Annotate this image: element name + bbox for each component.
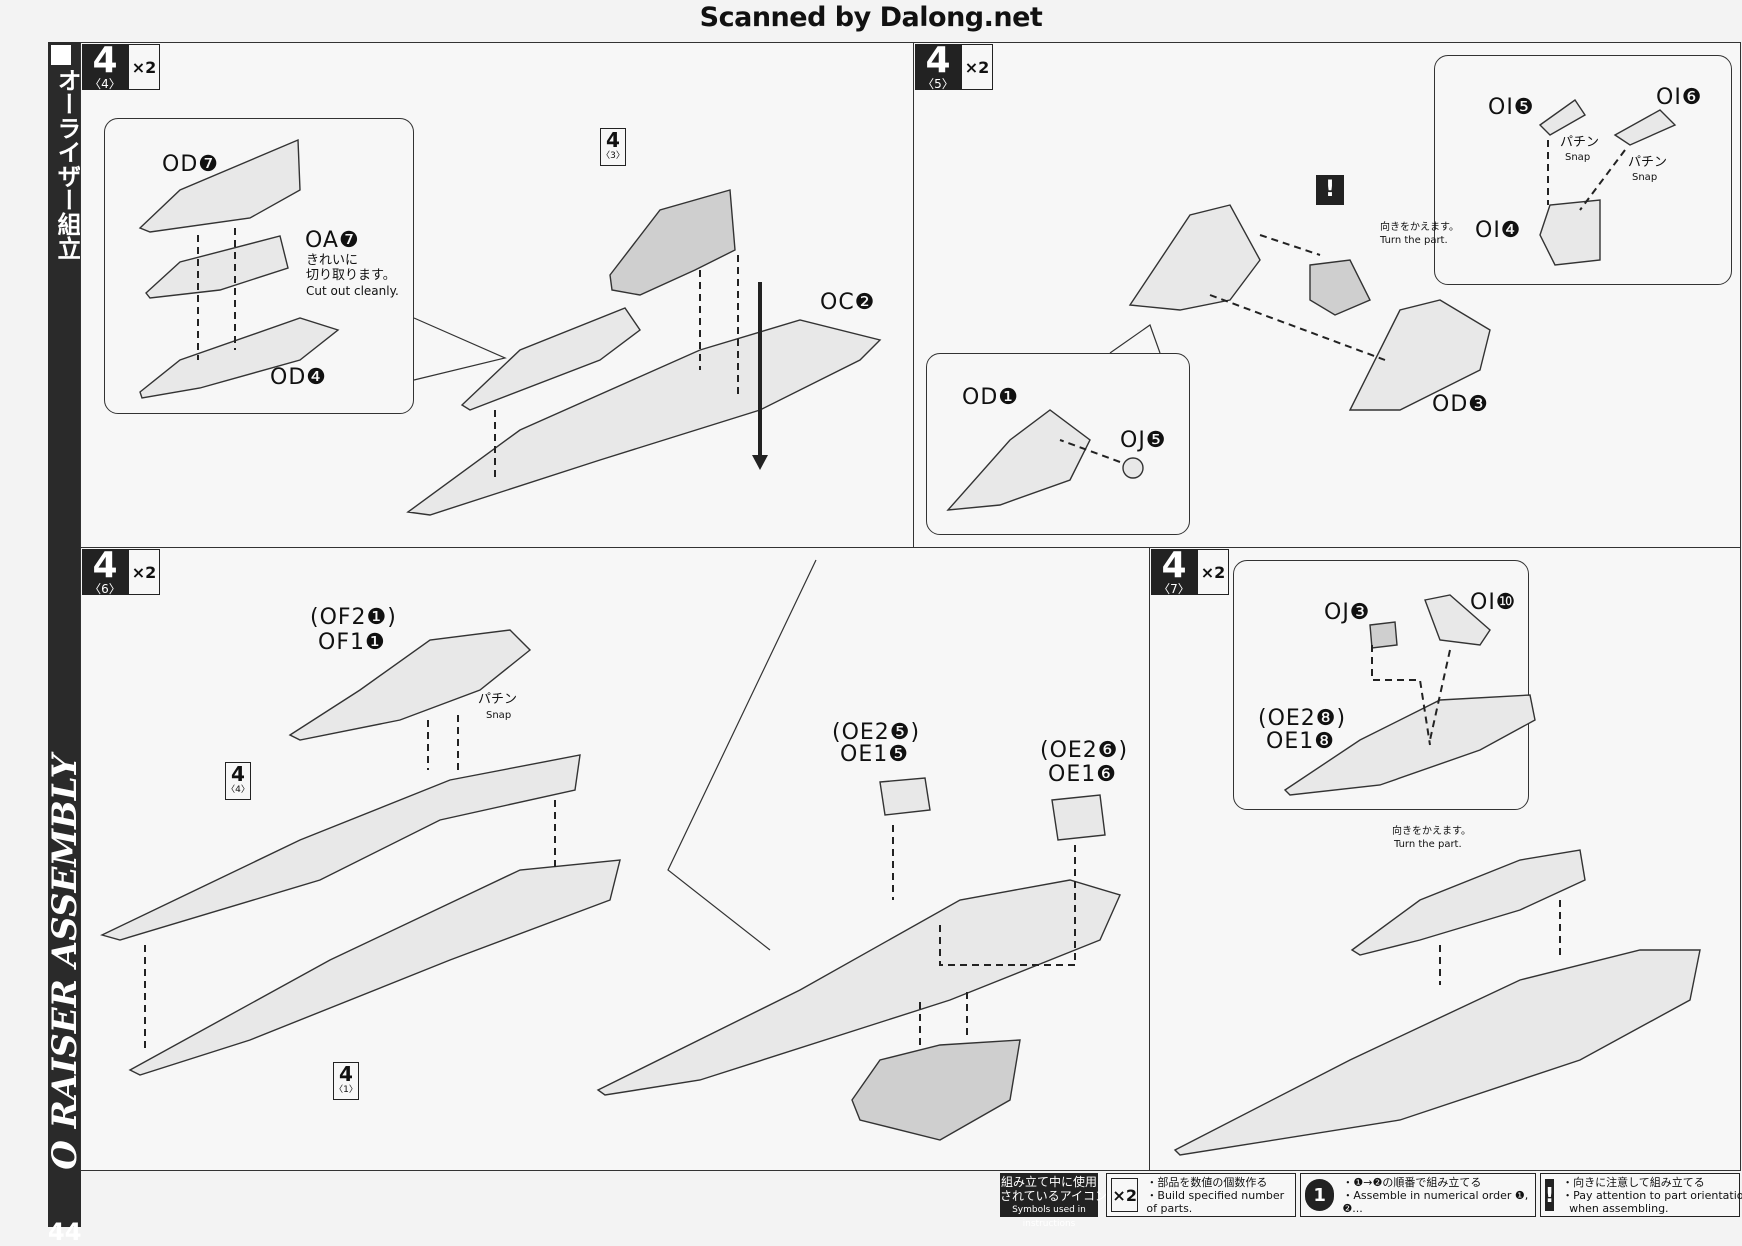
step-ref-4-1: 4〈1〉 bbox=[333, 1062, 359, 1100]
label-oe2-5: (OE2❺) bbox=[832, 720, 921, 745]
step-badge-4-7: 4〈7〉 ×2 bbox=[1151, 548, 1229, 595]
part-oa7 bbox=[145, 235, 289, 299]
part-oi6 bbox=[1613, 109, 1677, 146]
label-oe2-6: (OE2❻) bbox=[1040, 738, 1129, 763]
turn-jp-4-5: 向きをかえます。 bbox=[1380, 222, 1459, 233]
divider-4-6 bbox=[667, 559, 817, 951]
snap-jp-4-5a: パチン bbox=[1560, 135, 1600, 150]
legend-item-order: 1 ・❶→❷の順番で組み立てる・Assemble in numerical or… bbox=[1300, 1173, 1536, 1217]
part-lower-body-4-1 bbox=[128, 859, 621, 1076]
snap-jp-4-6: パチン bbox=[478, 692, 518, 707]
label-od7: OD❼ bbox=[162, 152, 219, 177]
dash-4-5-a bbox=[1259, 234, 1321, 256]
label-oe1-5: OE1❺ bbox=[840, 742, 909, 767]
note-cut-en: Cut out cleanly. bbox=[306, 284, 399, 298]
label-od1: OD❶ bbox=[962, 385, 1019, 410]
sidebar-title-jp: オーライザー組立 bbox=[53, 68, 81, 260]
turn-jp-4-7: 向きをかえます。 bbox=[1392, 826, 1471, 837]
label-of2: (OF2❶) bbox=[310, 605, 397, 630]
label-oe2-8: (OE2❽) bbox=[1258, 706, 1347, 731]
part-oe1-5 bbox=[879, 777, 931, 816]
label-od4: OD❹ bbox=[270, 365, 327, 390]
part-final-body bbox=[1173, 949, 1701, 1156]
label-oe1-8: OE1❽ bbox=[1266, 729, 1335, 754]
part-oc2 bbox=[406, 319, 882, 516]
part-oi5 bbox=[1538, 99, 1586, 136]
label-of1: OF1❶ bbox=[318, 630, 386, 655]
part-upper-body-4-4 bbox=[100, 754, 581, 941]
part-oj3 bbox=[1369, 621, 1398, 649]
attention-icon: ! bbox=[1316, 175, 1344, 205]
part-upper-wing bbox=[460, 307, 641, 411]
part-assembled-body bbox=[596, 879, 1121, 1096]
part-od1-frame bbox=[1128, 204, 1261, 311]
label-oi6: OI❻ bbox=[1656, 85, 1703, 110]
part-bottom-block bbox=[851, 1039, 1021, 1141]
legend-item-multiply: ×2 ・部品を数値の個数作る・Build specified number of… bbox=[1106, 1173, 1296, 1217]
attention-legend-icon: ! bbox=[1545, 1179, 1555, 1211]
legend-item-attention: ! ・向きに注意して組み立てる・Pay attention to part or… bbox=[1540, 1173, 1742, 1217]
step-badge-4-5: 4〈5〉 ×2 bbox=[915, 43, 993, 90]
label-oa7: OA❼ bbox=[305, 228, 360, 253]
dash-4-5-d bbox=[1579, 149, 1626, 211]
snap-en-4-5a: Snap bbox=[1565, 152, 1591, 163]
part-upper-wing-4-7 bbox=[1350, 849, 1586, 956]
label-oj3: OJ❸ bbox=[1324, 600, 1371, 625]
label-oj5: OJ❺ bbox=[1120, 428, 1167, 453]
turn-en-4-7: Turn the part. bbox=[1394, 839, 1462, 850]
part-oe1-8-assembly bbox=[1283, 694, 1536, 796]
note-cut-jp: きれいに 切り取ります。 bbox=[306, 253, 396, 283]
sidebar-square-icon bbox=[51, 45, 71, 65]
step-badge-4-6: 4〈6〉 ×2 bbox=[82, 548, 160, 595]
label-oc2: OC❷ bbox=[820, 290, 876, 315]
snap-en-4-5b: Snap bbox=[1632, 172, 1658, 183]
dash-4-5-e bbox=[1059, 439, 1121, 463]
part-oi10 bbox=[1424, 594, 1491, 646]
dash-4-7-b bbox=[1429, 649, 1451, 741]
label-od3: OD❸ bbox=[1432, 392, 1489, 417]
label-oi10: OI❿ bbox=[1470, 590, 1517, 615]
snap-en-4-6: Snap bbox=[486, 710, 512, 721]
part-od1 bbox=[946, 409, 1091, 511]
part-od7 bbox=[138, 138, 301, 233]
callout-4-5 bbox=[1109, 324, 1161, 354]
dash-4-7-a bbox=[1371, 645, 1431, 746]
multiply-icon: ×2 bbox=[1111, 1178, 1139, 1212]
part-oe1-6 bbox=[1051, 794, 1106, 841]
label-oi4: OI❹ bbox=[1475, 218, 1522, 243]
label-oi5: OI❺ bbox=[1488, 95, 1535, 120]
part-of1 bbox=[288, 629, 532, 741]
part-od4 bbox=[139, 317, 340, 399]
step-ref-4-4: 4〈4〉 bbox=[225, 762, 251, 800]
step-ref-4-3: 4〈3〉 bbox=[600, 128, 626, 166]
arrow-head bbox=[752, 455, 768, 470]
label-oe1-6: OE1❻ bbox=[1048, 762, 1117, 787]
part-step-4-3-block bbox=[609, 189, 736, 296]
snap-jp-4-5b: パチン bbox=[1628, 155, 1668, 170]
step-badge-4-4: 4〈4〉 ×2 bbox=[82, 43, 160, 90]
part-od3 bbox=[1348, 299, 1491, 411]
scan-credit: Scanned by Dalong.net bbox=[699, 2, 1043, 33]
legend-title: 組み立て中に使用 されているアイコン Symbols used in instr… bbox=[1000, 1173, 1108, 1229]
callout-4-4 bbox=[413, 317, 507, 381]
part-oj5-block bbox=[1309, 259, 1371, 316]
turn-en-4-5: Turn the part. bbox=[1380, 235, 1448, 246]
dash-4-6-f bbox=[939, 845, 1076, 966]
numbered-step-icon: 1 bbox=[1305, 1179, 1335, 1211]
part-oj5 bbox=[1122, 457, 1144, 479]
part-oi4 bbox=[1539, 199, 1601, 266]
